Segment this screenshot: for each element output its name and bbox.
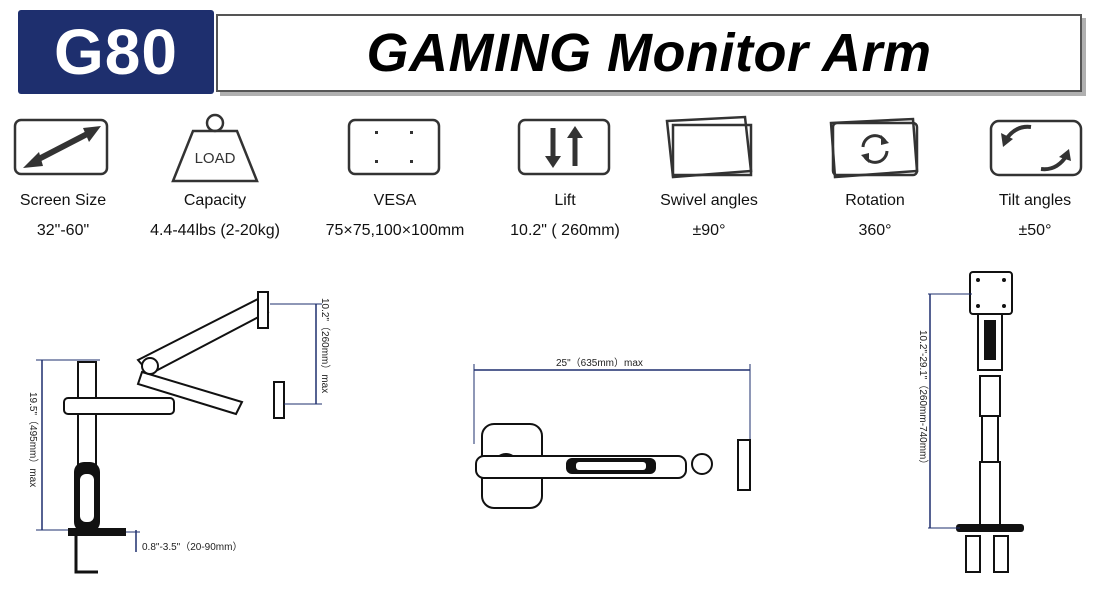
spec-label: Capacity [183,192,247,209]
spec-value: 75×75,100×100mm [325,222,465,239]
page-title: GAMING Monitor Arm [366,23,932,83]
spec-tilt: Tilt angles ±50° [960,112,1109,240]
lift-arrows-icon [490,112,640,184]
front-height-label: 10.2"-29.1"（260mm-740mm） [917,330,929,469]
side-height-label: 19.5"（495mm）max [27,392,39,487]
side-lift-label: 10.2"（260mm）max [319,298,331,393]
spec-label: Tilt angles [998,192,1072,209]
spec-value: ±90° [692,222,726,239]
spec-lift: Lift 10.2" ( 260mm) [490,112,640,240]
reach-label: 25"（635mm）max [556,357,643,369]
spec-rotation: Rotation 360° [800,112,950,240]
spec-capacity: LOAD Capacity 4.4-44lbs (2-20kg) [140,112,290,240]
title-box: GAMING Monitor Arm [216,14,1082,92]
spec-swivel: Swivel angles ±90° [634,112,784,240]
side-view-diagram: 19.5"（495mm）max 0.8"-3.5"（20-90mm） 10.2"… [27,291,331,574]
spec-label: Screen Size [19,192,107,209]
spec-label: Rotation [845,192,905,209]
spec-value: 360° [858,222,892,239]
spec-label: Lift [554,192,576,209]
spec-label: Swivel angles [660,192,758,209]
weight-icon-label: LOAD [195,150,236,167]
diagonal-arrow-icon [0,112,138,184]
rotation-icon [800,112,950,184]
swivel-icon [634,112,784,184]
spec-value: ±50° [1018,222,1052,239]
front-view-diagram: 10.2"-29.1"（260mm-740mm） [917,271,1024,573]
spec-vesa: VESA 75×75,100×100mm [320,112,470,240]
top-view-diagram: 25"（635mm）max [473,357,751,509]
clamp-label: 0.8"-3.5"（20-90mm） [142,541,242,553]
header: G80 GAMING Monitor Arm [18,10,1082,94]
spec-value: 10.2" ( 260mm) [510,222,620,239]
spec-value: 4.4-44lbs (2-20kg) [150,222,280,239]
vesa-plate-icon [320,112,470,184]
model-badge: G80 [18,10,214,94]
spec-label: VESA [373,192,417,209]
tilt-icon [960,112,1109,184]
spec-value: 32"-60" [36,222,90,239]
weight-icon: LOAD [140,112,290,184]
spec-screen-size: Screen Size 32"-60" [0,112,138,240]
